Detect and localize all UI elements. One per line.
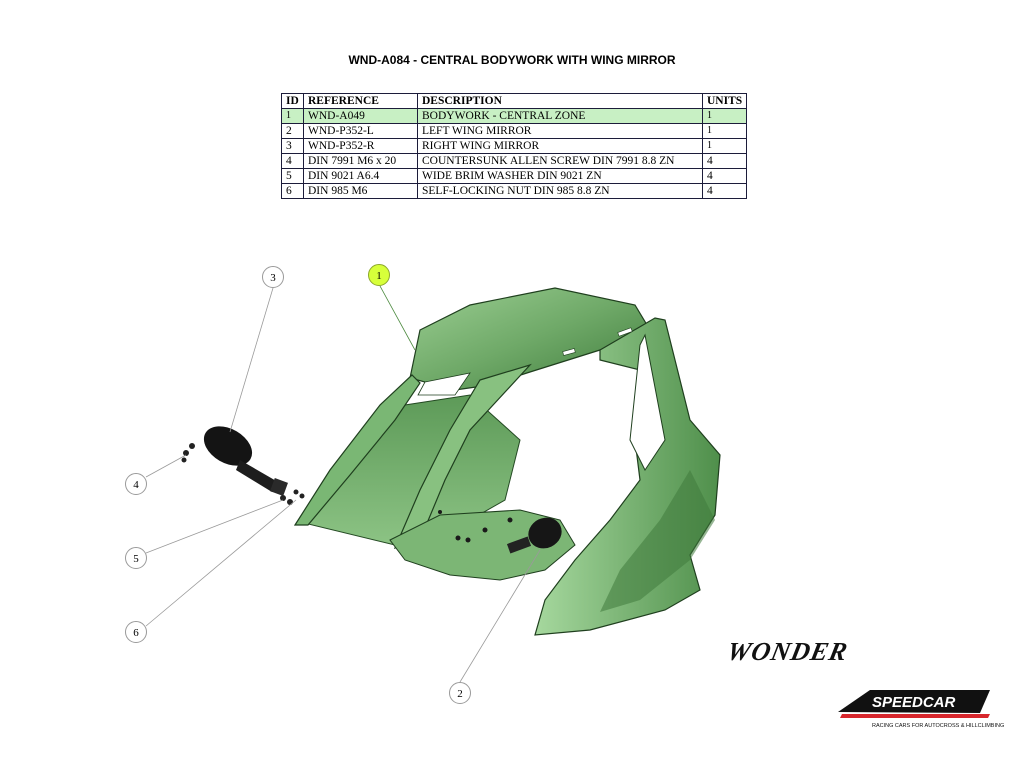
callout-2: 2 [449,682,471,704]
header-reference: REFERENCE [303,93,418,109]
parts-table: ID REFERENCE DESCRIPTION UNITS 1 WND-A04… [281,93,748,199]
svg-text:3: 3 [270,272,276,284]
fasteners [181,443,305,505]
row-units: 4 [701,168,748,184]
page-title: WND-A084 - CENTRAL BODYWORK WITH WING MI… [348,53,676,67]
speedcar-logo: SPEEDCAR RACING CARS FOR AUTOCROSS & HIL… [838,690,1004,729]
header-units: UNITS [701,93,748,109]
wonder-logo: WONDER [724,637,850,666]
callout-1: 1 [368,264,390,286]
row-reference: WND-P352-R [303,138,418,154]
row-units: 1 [701,108,748,124]
svg-text:5: 5 [133,553,139,565]
svg-text:WONDER: WONDER [724,637,850,666]
parts-table-header: ID REFERENCE DESCRIPTION UNITS [281,93,748,109]
svg-text:1: 1 [376,270,382,282]
bodywork-central-zone [293,287,721,636]
right-wing-mirror [203,426,288,496]
row-reference: DIN 985 M6 [303,183,418,199]
table-row: 2 WND-P352-L LEFT WING MIRROR 1 [281,123,748,139]
callout-3: 3 [262,266,284,288]
row-units: 4 [701,183,748,199]
leader-lines [145,285,541,683]
table-row: 5 DIN 9021 A6.4 WIDE BRIM WASHER DIN 902… [281,168,748,184]
header-description: DESCRIPTION [417,93,703,109]
svg-text:RACING CARS FOR AUTOCROSS & HI: RACING CARS FOR AUTOCROSS & HILLCLIMBING [872,723,1004,729]
callout-4: 4 [125,473,147,495]
table-row: 6 DIN 985 M6 SELF-LOCKING NUT DIN 985 8.… [281,183,748,199]
row-reference: WND-A049 [303,108,418,124]
callout-5: 5 [125,547,147,569]
svg-text:2: 2 [457,688,463,700]
left-wing-mirror [506,517,562,554]
header-id: ID [281,93,304,109]
svg-text:6: 6 [133,627,139,639]
row-id: 6 [281,183,304,199]
callout-6: 6 [125,621,147,643]
row-reference: DIN 9021 A6.4 [303,168,418,184]
row-description: SELF-LOCKING NUT DIN 985 8.8 ZN [417,183,703,199]
svg-text:SPEEDCAR: SPEEDCAR [872,694,956,711]
svg-text:4: 4 [133,479,139,491]
